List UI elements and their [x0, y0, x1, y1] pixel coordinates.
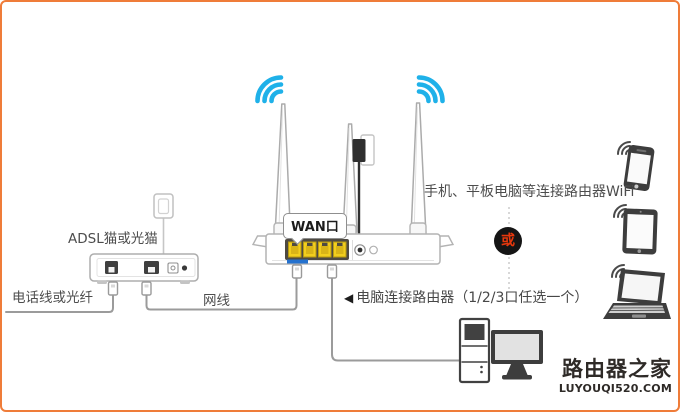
wireless-router — [251, 233, 455, 265]
wan-sticker — [287, 259, 308, 264]
monitor — [491, 330, 543, 380]
ethernet-plug — [141, 281, 152, 296]
antenna-right — [410, 102, 427, 236]
ethernet-plugs — [107, 264, 338, 296]
modem-label: ADSL猫或光猫 — [68, 231, 158, 247]
pc-connect-text: 电脑连接路由器（1/2/3口任选一个） — [356, 290, 589, 306]
modem-rj11-port — [105, 261, 118, 274]
phone-line-label: 电话线或光纤 — [12, 290, 93, 306]
smartphone-icon — [623, 144, 655, 192]
modem-power-adapter — [153, 193, 174, 219]
ethernet-plug — [107, 281, 119, 296]
or-badge: 或 — [494, 227, 522, 255]
wifi-signal-icon-left — [255, 75, 284, 104]
wan-port-callout: WAN口 — [283, 213, 347, 239]
antenna-seams — [278, 106, 418, 231]
modem-rj45-port — [144, 261, 159, 274]
laptop-icon — [603, 269, 671, 319]
site-url-text: LUYOUQI520.COM — [558, 382, 672, 395]
modem-power-button — [181, 265, 188, 271]
router-reset-button — [369, 245, 378, 255]
site-logo-text: 路由器之家 — [562, 357, 672, 381]
wifi-connect-label: 手机、平板电脑等连接路由器WiFi — [424, 184, 635, 200]
desktop-tower — [458, 317, 491, 384]
modem-power-jack — [167, 262, 179, 274]
lan-wan-ports — [288, 241, 347, 258]
router-power-adapter — [352, 134, 375, 166]
left-arrow-icon: ◀ — [344, 291, 354, 305]
phone-line-cable — [5, 293, 114, 313]
adsl-modem — [89, 253, 199, 284]
ethernet-cable-modem-to-router — [145, 276, 298, 311]
site-branding: 路由器之家 LUYOUQI520.COM — [559, 356, 672, 396]
ethernet-plug — [326, 264, 338, 279]
wifi-signal-icon-right — [416, 75, 445, 104]
lan-cable-label: 网线 — [203, 293, 230, 309]
ethernet-cable-router-to-pc — [331, 276, 460, 362]
tablet-icon — [622, 208, 658, 255]
pc-connect-label: ◀电脑连接路由器（1/2/3口任选一个） — [344, 290, 588, 307]
ethernet-plug — [291, 264, 303, 279]
